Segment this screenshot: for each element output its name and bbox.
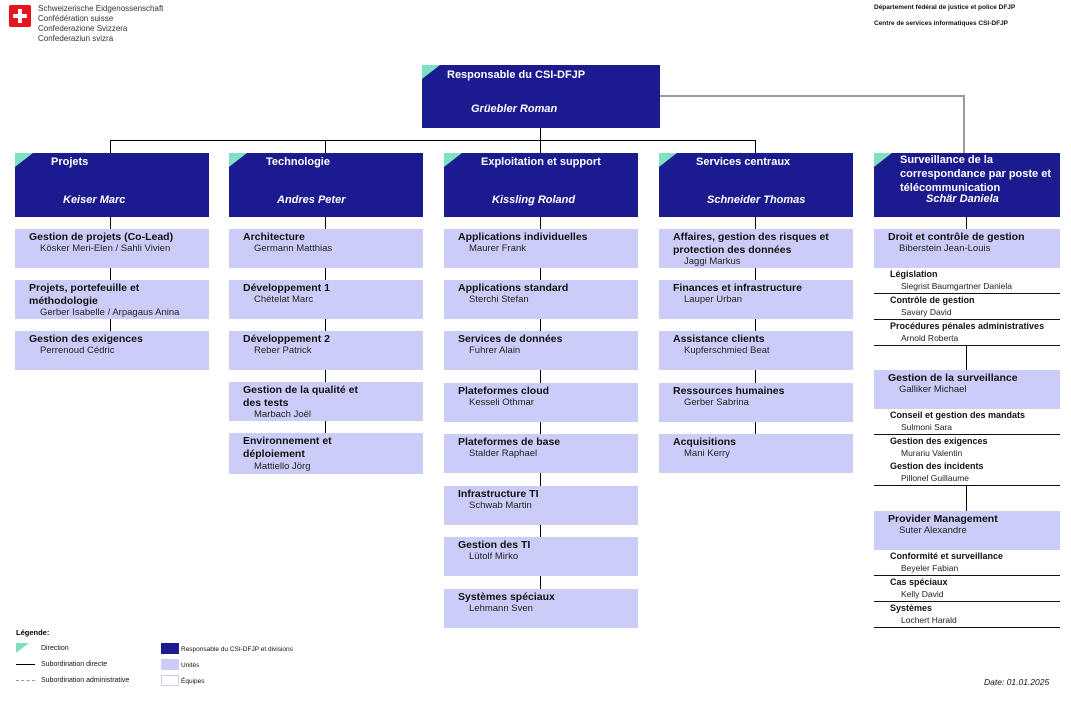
unit-box: Gestion des exigences Perrenoud Cédric [15,331,209,370]
unit-box: Infrastructure TI Schwab Martin [444,486,638,525]
direction-marker [15,153,33,167]
admin-line-h [660,95,964,97]
division-projets: Projets Keiser Marc [15,153,209,217]
unit-box: Finances et infrastructure Lauper Urban [659,280,853,319]
top-box: Responsable du CSI-DFJP Grüebler Roman [422,65,660,128]
division-services-centraux: Services centraux Schneider Thomas [659,153,853,217]
team-row: Gestion des incidents Pillonel Guillaume [874,460,1060,486]
team-row: Procédures pénales administratives Arnol… [874,320,1060,346]
center-label: Centre de services informatiques CSI-DFJ… [874,20,1009,27]
units-swatch [161,659,179,670]
legend-direct: Subordination directe [41,661,108,668]
unit-box: Gestion des TI Lütolf Mirko [444,537,638,576]
unit-box: Affaires, gestion des risques et protect… [659,229,853,268]
legend-admin: Subordination administrative [41,677,130,684]
unit-box: Applications standard Sterchi Stefan [444,280,638,319]
unit-box: Environnement et déploiement Mattiello J… [229,433,423,474]
unit-box: Gestion de la surveillance Galliker Mich… [874,370,1060,409]
department-label: Département fédéral de justice et police… [874,4,1016,11]
team-row: Gestion des exigences Murariu Valentin [874,435,1060,461]
responsible-swatch [161,643,179,654]
unit-box: Acquisitions Mani Kerry [659,434,853,473]
direction-marker [874,153,892,167]
drop-services [755,140,756,153]
top-stem [540,128,541,140]
team-row: Conseil et gestion des mandats Sulmoni S… [874,409,1060,435]
unit-box: Projets, portefeuille et méthodologie Ge… [15,280,209,319]
unit-box: Provider Management Suter Alexandre [874,511,1060,550]
drop-technologie [325,140,326,153]
teams-swatch [161,675,179,686]
unit-box: Plateformes de base Stalder Raphael [444,434,638,473]
legend-title: Légende: [16,628,50,637]
unit-box: Assistance clients Kupferschmied Beat [659,331,853,370]
unit-box: Architecture Germann Matthias [229,229,423,268]
team-row: Systèmes Lochert Harald [874,602,1060,628]
team-row: Conformité et surveillance Beyeler Fabia… [874,550,1060,576]
admin-line-v [963,95,965,153]
unit-box: Gestion de la qualité et des tests Marba… [229,382,423,421]
unit-box: Applications individuelles Maurer Frank [444,229,638,268]
division-surveillance: Surveillance de la correspondance par po… [874,153,1060,217]
swiss-flag-icon [9,5,31,27]
division-bus [110,140,756,141]
direction-marker [422,65,440,79]
confederation-names: Schweizerische Eidgenossenschaft Confédé… [38,4,164,43]
legend-direction: Direction [41,645,69,652]
legend-teams: Équipes [181,678,205,685]
team-row: Législation Siegrist Baumgartner Daniela [874,268,1060,294]
direction-marker [659,153,677,167]
unit-box: Droit et contrôle de gestion Biberstein … [874,229,1060,268]
team-row: Contrôle de gestion Savary David [874,294,1060,320]
division-technologie: Technologie Andres Peter [229,153,423,217]
team-row: Cas spéciaux Kelly David [874,576,1060,602]
unit-box: Systèmes spéciaux Lehmann Sven [444,589,638,628]
division-exploitation: Exploitation et support Kissling Roland [444,153,638,217]
unit-box: Services de données Fuhrer Alain [444,331,638,370]
drop-exploitation [540,140,541,153]
unit-box: Gestion de projets (Co-Lead) Kösker Meri… [15,229,209,268]
admin-line-swatch [16,680,35,681]
drop-projets [110,140,111,153]
direction-marker [229,153,247,167]
unit-box: Développement 1 Chételat Marc [229,280,423,319]
direct-line-swatch [16,664,35,665]
unit-box: Ressources humaines Gerber Sabrina [659,383,853,422]
direction-swatch [16,643,29,653]
date-label: Date: 01.01.2025 [984,677,1050,687]
legend-units: Unités [181,662,200,669]
legend-responsible: Responsable du CSI-DFJP et divisions [181,646,293,653]
direction-marker [444,153,462,167]
unit-box: Plateformes cloud Kesseli Othmar [444,383,638,422]
unit-box: Développement 2 Reber Patrick [229,331,423,370]
